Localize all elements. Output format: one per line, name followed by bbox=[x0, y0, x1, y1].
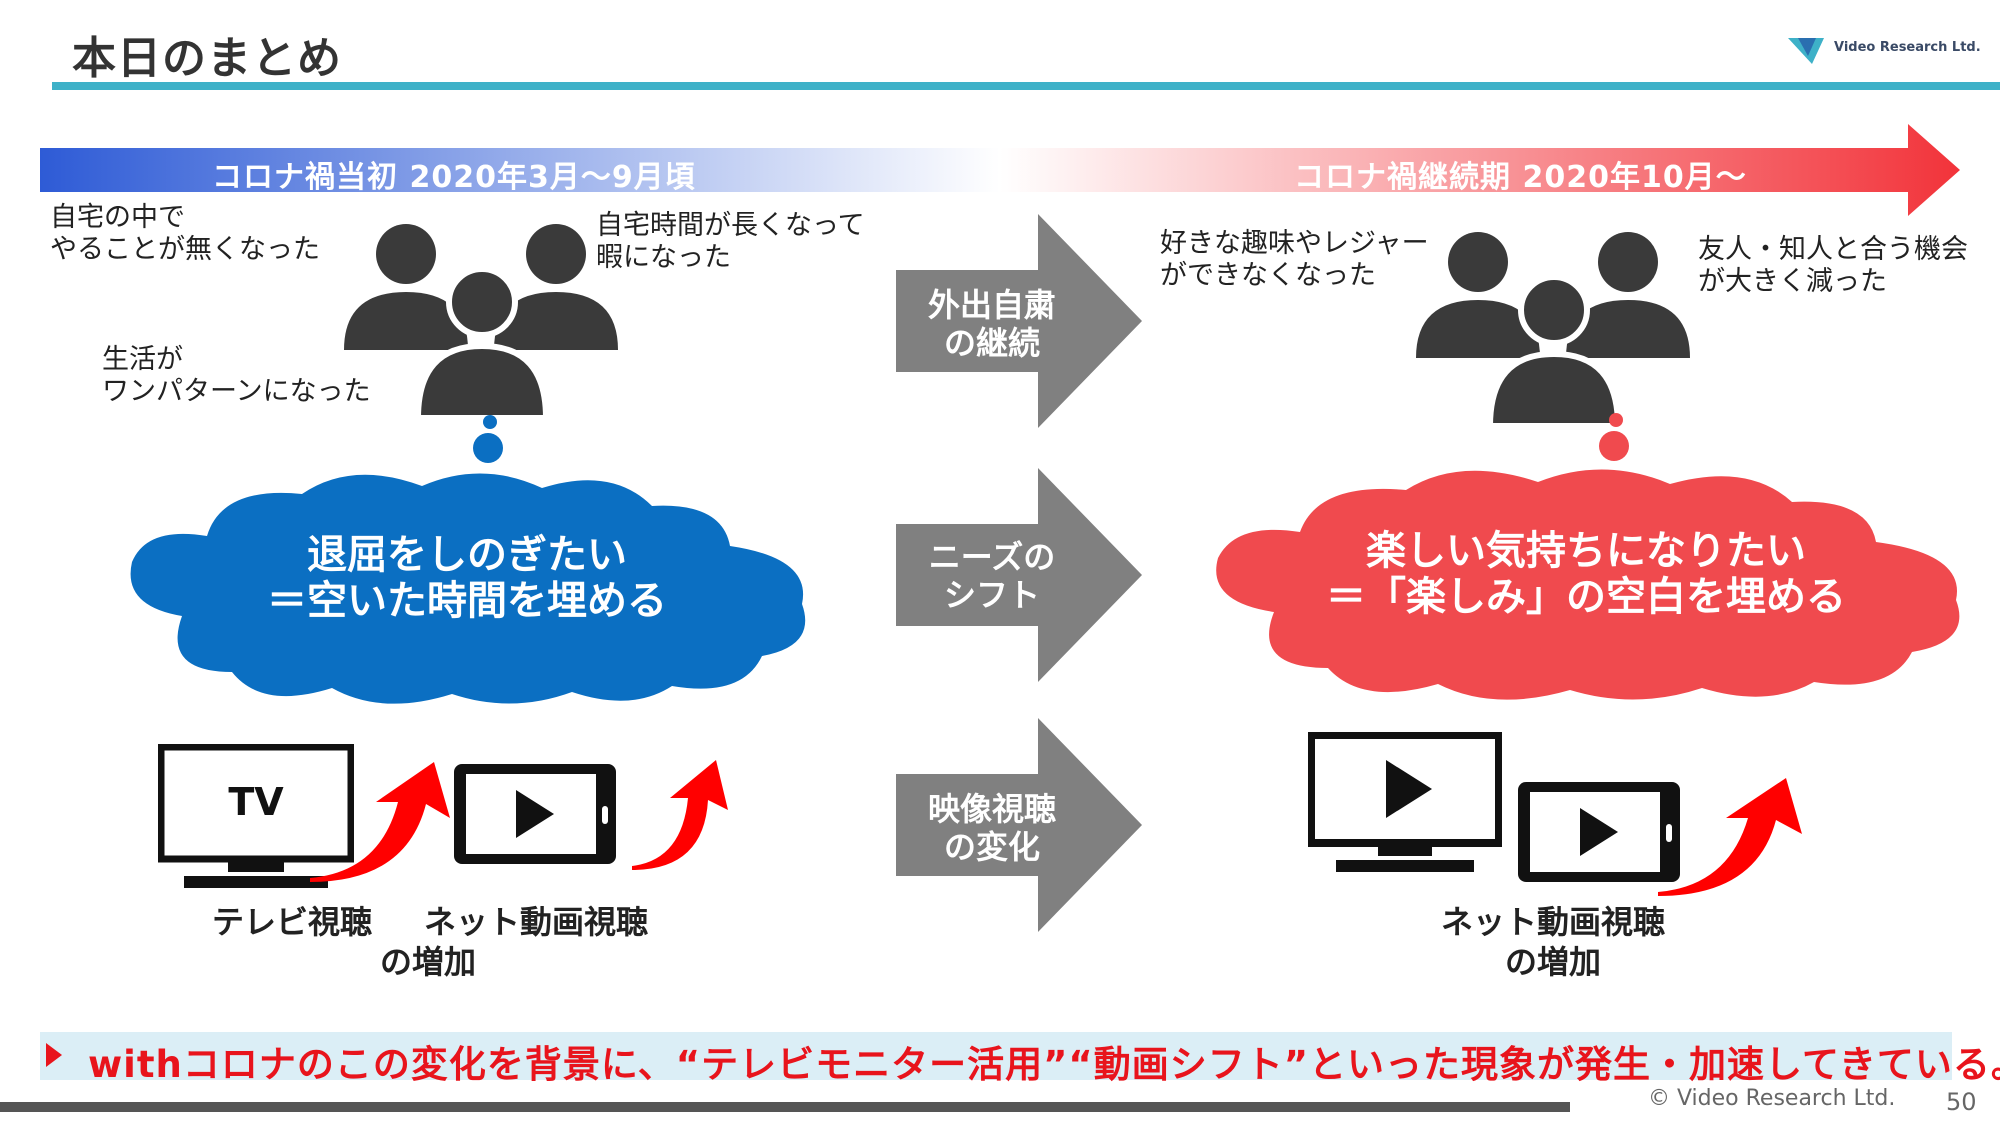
middle-arrow-1-label: 外出自粛 の継続 bbox=[927, 286, 1056, 362]
increase-arrow-icon bbox=[1658, 778, 1802, 896]
smartphone-video-icon bbox=[454, 764, 616, 864]
tv-viewing-label: テレビ視聴 bbox=[212, 903, 373, 941]
timeline-label-continued: コロナ禍継続期 2020年10月～ bbox=[1294, 160, 1747, 195]
conclusion-banner bbox=[40, 1032, 1952, 1080]
bullet-triangle-icon bbox=[46, 1043, 62, 1067]
cloud-right bbox=[1216, 469, 1960, 700]
logo-text: Video Research Ltd. bbox=[1834, 40, 1981, 55]
net-video-label: ネット動画視聴 bbox=[424, 903, 649, 941]
middle-arrow-2 bbox=[896, 468, 1142, 682]
timeline-arrow bbox=[40, 124, 1960, 216]
tv-icon bbox=[158, 744, 354, 888]
footer-bar bbox=[0, 1102, 1570, 1112]
monitor-video-icon bbox=[1308, 732, 1502, 872]
smartphone-video-icon bbox=[1518, 782, 1680, 882]
conclusion-text: withコロナのこの変化を背景に、“テレビモニター活用”“動画シフト”といった現… bbox=[88, 1043, 2000, 1086]
increase-arrow-icon bbox=[310, 762, 450, 882]
timeline-label-early: コロナ禍当初 2020年3月～9月頃 bbox=[212, 160, 696, 195]
quote-no-hobbies: 好きな趣味やレジャー ができなくなった bbox=[1160, 228, 1429, 291]
cloud-left bbox=[130, 473, 806, 704]
footer-copyright: © Video Research Ltd. bbox=[1648, 1086, 1896, 1111]
people-group-icon bbox=[344, 224, 618, 421]
increase-arrow-icon bbox=[632, 760, 728, 870]
middle-arrow-3 bbox=[896, 718, 1142, 932]
middle-arrow-2-label: ニーズの シフト bbox=[928, 538, 1056, 614]
thought-bubbles-icon bbox=[1599, 413, 1629, 461]
people-group-icon bbox=[1416, 232, 1690, 429]
cloud-left-text: 退屈をしのぎたい ＝空いた時間を埋める bbox=[267, 532, 667, 624]
thought-bubbles-icon bbox=[473, 415, 503, 463]
net-video-increase-label: ネット動画視聴 の増加 bbox=[1440, 903, 1665, 981]
cloud-right-text: 楽しい気持ちになりたい ＝「楽しみ」の空白を埋める bbox=[1326, 528, 1846, 620]
slide-title: 本日のまとめ bbox=[72, 33, 342, 84]
quote-nothing-to-do: 自宅の中で やることが無くなった bbox=[50, 202, 320, 265]
increase-label: の増加 bbox=[380, 943, 477, 981]
middle-arrow-3-label: 映像視聴 の変化 bbox=[927, 790, 1056, 866]
quote-bored: 自宅時間が長くなって 暇になった bbox=[596, 210, 865, 273]
tv-screen-label: TV bbox=[228, 780, 284, 824]
page-number: 50 bbox=[1946, 1088, 1977, 1116]
company-logo bbox=[1788, 38, 1824, 64]
middle-arrow-1 bbox=[896, 214, 1142, 428]
quote-routine: 生活が ワンパターンになった bbox=[102, 344, 371, 407]
quote-fewer-meetings: 友人・知人と合う機会 が大きく減った bbox=[1698, 234, 1968, 297]
title-underline bbox=[52, 82, 2000, 90]
